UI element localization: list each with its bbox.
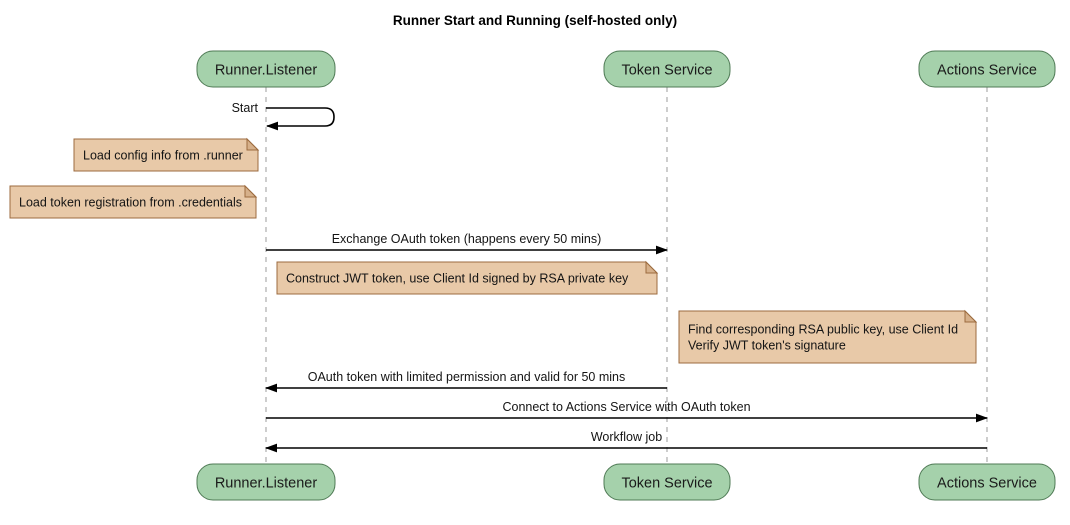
participant-box[interactable] (918, 50, 1056, 88)
note-text-line: Construct JWT token, use Client Id signe… (286, 272, 629, 286)
participant-label: Runner.Listener (215, 63, 318, 79)
note: Load config info from .runner (73, 137, 260, 172)
participant-box[interactable] (603, 50, 731, 88)
participant-label: Actions Service (937, 476, 1037, 492)
message-m2: Exchange OAuth token (happens every 50 m… (266, 232, 668, 255)
message-label: Start (232, 101, 259, 115)
note-text-line: Verify JWT token's signature (688, 339, 846, 353)
participant-actions-top[interactable]: Actions Service (918, 50, 1056, 88)
note: Load token registration from .credential… (9, 184, 258, 219)
note-fold-corner (244, 184, 258, 198)
participant-box[interactable] (196, 50, 336, 88)
note-body (73, 138, 259, 172)
participant-label: Actions Service (937, 63, 1037, 79)
message-m3: OAuth token with limited permission and … (265, 370, 667, 393)
participant-box[interactable] (196, 463, 336, 501)
message-m4: Connect to Actions Service with OAuth to… (266, 400, 988, 423)
note-text-line: Load token registration from .credential… (19, 196, 242, 210)
note-text-line: Load config info from .runner (83, 149, 243, 163)
message-m1: Start (232, 101, 335, 131)
message-label: Workflow job (591, 430, 662, 444)
message-label: Exchange OAuth token (happens every 50 m… (332, 232, 602, 246)
participant-label: Token Service (621, 63, 712, 79)
self-message-arrow (266, 107, 335, 131)
participant-runner-bottom[interactable]: Runner.Listener (196, 463, 336, 501)
note-text-line: Find corresponding RSA public key, use C… (688, 323, 958, 337)
note-fold-corner (964, 309, 978, 323)
message-label: Connect to Actions Service with OAuth to… (502, 400, 750, 414)
participant-token-bottom[interactable]: Token Service (603, 463, 731, 501)
note-body (678, 310, 977, 364)
participant-runner-top[interactable]: Runner.Listener (196, 50, 336, 88)
page-title: Runner Start and Running (self-hosted on… (393, 13, 677, 28)
note: Find corresponding RSA public key, use C… (678, 309, 978, 364)
note-body (9, 185, 257, 219)
participant-actions-bottom[interactable]: Actions Service (918, 463, 1056, 501)
note-body (276, 261, 658, 295)
participant-box[interactable] (603, 463, 731, 501)
note: Construct JWT token, use Client Id signe… (276, 260, 659, 295)
participant-box[interactable] (918, 463, 1056, 501)
participant-label: Token Service (621, 476, 712, 492)
participant-label: Runner.Listener (215, 476, 318, 492)
message-label: OAuth token with limited permission and … (308, 370, 626, 384)
note-fold-corner (246, 137, 260, 151)
participant-token-top[interactable]: Token Service (603, 50, 731, 88)
lifelines-layer (265, 87, 988, 464)
note-fold-corner (645, 260, 659, 274)
message-m5: Workflow job (265, 430, 987, 453)
